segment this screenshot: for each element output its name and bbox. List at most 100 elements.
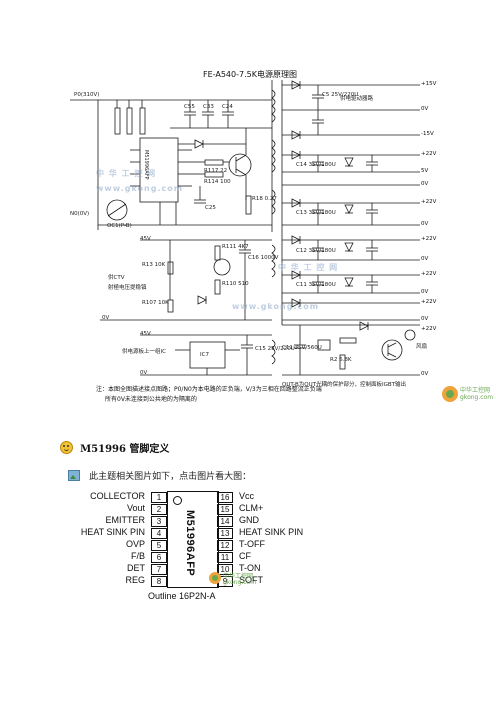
- logo-text-1: 中华工控网: [223, 573, 254, 580]
- pin-row: 14 GND: [217, 515, 310, 527]
- rail-label: 0V: [421, 289, 429, 295]
- pin-number: 5: [151, 540, 167, 551]
- rail-label: 0V: [421, 221, 429, 227]
- pin-number: 2: [151, 504, 167, 515]
- schematic: FE-A540-7.5K电源原理图 P0(310V) N0(0V) OC1(P-…: [70, 70, 494, 406]
- schematic-note-2: 所有0V未连接到公共地的为隔离的: [105, 396, 197, 403]
- rail-label: +22V: [421, 236, 437, 242]
- pin-row: F/B 6: [60, 551, 167, 563]
- annotation-fan: 风扇: [416, 344, 428, 350]
- cap-label: C33: [203, 104, 214, 110]
- logo-mark-icon: [209, 572, 221, 584]
- pin-label: CLM+: [239, 503, 264, 513]
- resistor-label: R114 100: [204, 179, 231, 185]
- resistor-label: R111 4K7: [222, 244, 249, 250]
- pin-row: EMITTER 3: [60, 515, 167, 527]
- pin1-marker: [173, 496, 182, 505]
- annotation-right-top: 供电驱动器路: [340, 96, 374, 102]
- rail-label: +22V: [421, 271, 437, 277]
- pin-label: T-OFF: [239, 539, 265, 549]
- pin-label: REG: [125, 575, 145, 585]
- annotation-ctv-1: 供CTV: [108, 275, 125, 281]
- cap-label: C12 35V/180U: [296, 248, 336, 254]
- section-description: 此主题相关图片如下，点击图片看大图：: [89, 472, 252, 482]
- rail-label: -15V: [421, 131, 434, 137]
- cap-label: C13 35V/180U: [296, 210, 336, 216]
- cap-label: C24: [222, 104, 233, 110]
- resistor-label: R13 10K: [142, 262, 166, 268]
- rail-label: 0V: [421, 181, 429, 187]
- cap-label: C11 35V/560U: [282, 345, 322, 351]
- pin-row: OVP 5: [60, 539, 167, 551]
- logo-text-2: gkong.com: [223, 579, 257, 586]
- section-heading-row: M51996 管脚定义: [60, 437, 169, 456]
- pin-label: F/B: [130, 551, 145, 561]
- pin-number: 6: [151, 552, 167, 563]
- pin-row: Vout 2: [60, 503, 167, 515]
- rail-label: +22V: [421, 326, 437, 332]
- cap-label: C16 1000V: [248, 255, 279, 261]
- rail-label: 0V: [421, 256, 429, 262]
- rail-label: 0V: [421, 106, 429, 112]
- ic-block-label: IC7: [200, 352, 209, 358]
- pin-label: HEAT SINK PIN: [80, 527, 145, 537]
- rail-label: 0V: [421, 371, 429, 377]
- pin-row: HEAT SINK PIN 4: [60, 527, 167, 539]
- pin-row: 15 CLM+: [217, 503, 310, 515]
- ic-chip-label: M51996AFP: [143, 150, 149, 180]
- resistor-label: R110 510: [222, 281, 249, 287]
- pin-row: COLLECTOR 1: [60, 491, 167, 503]
- image-icon: [68, 470, 80, 481]
- logo-text-1: 中华工控网: [460, 387, 491, 394]
- chip-body: M51996AFP: [167, 491, 219, 588]
- left-0v-mid: 0V: [102, 315, 110, 321]
- schematic-title: FE-A540-7.5K电源原理图: [203, 70, 297, 79]
- cap-label: C25: [205, 205, 216, 211]
- pinout-figure[interactable]: M51996AFP COLLECTOR 1 Vout 2 EMITTER 3 H…: [60, 487, 310, 617]
- watermark-text: www.gkong.com: [232, 302, 320, 311]
- schematic-note-1: 注：本图全图描述接点图路；P0/N0为本电路的正负端，V/3为三相在回路整流正负…: [96, 386, 322, 393]
- rail-label: +22V: [421, 299, 437, 305]
- pin-row: 16 Vcc: [217, 491, 310, 503]
- pin-number: 13: [217, 528, 233, 539]
- resistor-label: R18 0.27: [252, 196, 277, 202]
- logo-text-2: gkong.com: [460, 394, 494, 401]
- pin-row: 12 T-OFF: [217, 539, 310, 551]
- optocoupler-label: OC1(P-B): [107, 223, 132, 229]
- annotation-bottom: 供电源板上一组IC: [122, 349, 166, 355]
- site-logo: 中华工控网 gkong.com: [440, 382, 494, 406]
- pin-row: 10 T-ON: [217, 563, 310, 575]
- package-outline-label: Outline 16P2N-A: [148, 591, 216, 601]
- schematic-drawing: [70, 80, 420, 376]
- pin-number: 7: [151, 564, 167, 575]
- pin-number: 4: [151, 528, 167, 539]
- pinout-logo: 中华工控网 gkong.com: [208, 569, 268, 591]
- smiley-icon: [60, 441, 73, 454]
- pin-number: 16: [217, 492, 233, 503]
- resistor-label: R117 22: [204, 168, 228, 174]
- cap-label: C11 35V/180U: [296, 282, 336, 288]
- pin-label: COLLECTOR: [90, 491, 145, 501]
- pin-row: 13 HEAT SINK PIN: [217, 527, 310, 539]
- section-description-row: 此主题相关图片如下，点击图片看大图：: [68, 465, 251, 484]
- rail-label: 0V: [421, 316, 429, 322]
- pin-number: 14: [217, 516, 233, 527]
- pin-row: 11 CF: [217, 551, 310, 563]
- pin-label: SOFT: [239, 575, 263, 585]
- pin-label: HEAT SINK PIN: [239, 527, 304, 537]
- cap-label: C55: [184, 104, 195, 110]
- cap-label: C14 35V/180U: [296, 162, 336, 168]
- n0-label: N0(0V): [70, 211, 90, 217]
- cap-label: C15 25V/220U: [255, 346, 295, 352]
- pin-row: REG 8: [60, 575, 167, 587]
- logo-mark-icon: [442, 386, 458, 402]
- rail-label: +22V: [421, 199, 437, 205]
- pin-number: 15: [217, 504, 233, 515]
- p0-label: P0(310V): [74, 92, 100, 98]
- left-45v-bottom: 45V: [140, 331, 151, 337]
- pin-label: CF: [239, 551, 251, 561]
- pin-number: 3: [151, 516, 167, 527]
- rail-label: +15V: [421, 81, 437, 87]
- rail-label: 5V: [421, 168, 429, 174]
- watermark-text: www.gkong.com: [96, 184, 184, 193]
